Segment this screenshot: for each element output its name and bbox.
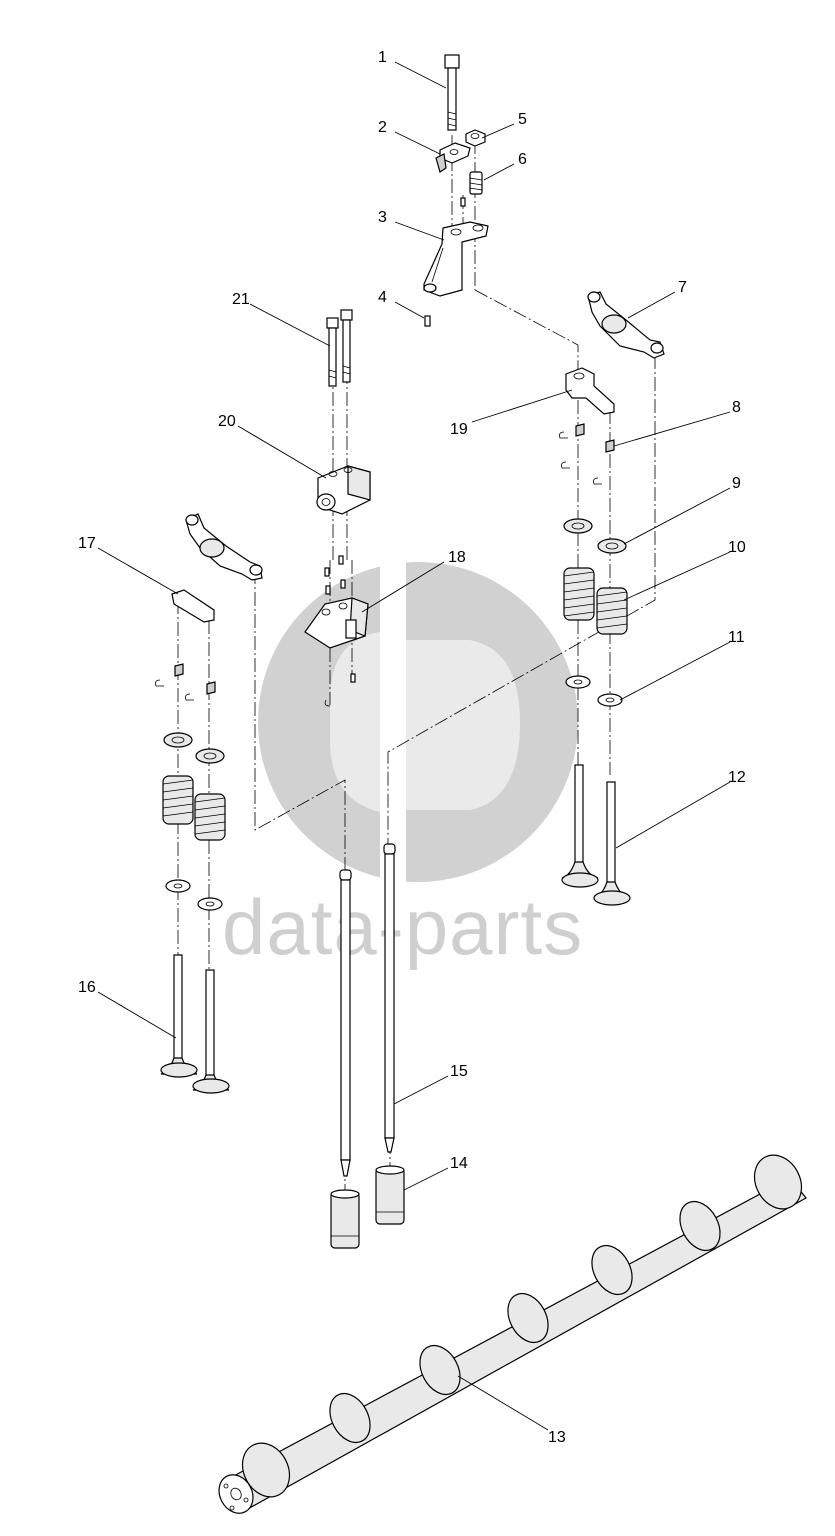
callout-17: 17 [78, 535, 96, 552]
callout-10: 10 [728, 539, 746, 556]
callout-12: 12 [728, 769, 746, 786]
callout-2: 2 [378, 119, 387, 136]
watermark-text: data-parts [222, 883, 583, 971]
rocker-bracket-part-3 [423, 221, 489, 297]
callout-5: 5 [518, 111, 527, 128]
callout-18: 18 [448, 549, 466, 566]
rocker-lever-part-19 [565, 367, 615, 415]
collets-right-part-8 [559, 423, 615, 485]
callout-13: 13 [548, 1429, 566, 1446]
washers-left [165, 879, 223, 911]
valves-left-part-16 [160, 954, 230, 1094]
camshaft-part-13 [218, 1154, 807, 1514]
lock-plate-part-2 [435, 142, 471, 173]
callout-14: 14 [450, 1155, 468, 1172]
valve-springs-left [162, 775, 226, 841]
adjusting-screw-part-6 [469, 171, 483, 195]
rocker-arm-left [185, 513, 263, 581]
rocker-arm-part-7 [587, 291, 665, 359]
bolts-part-21 [326, 309, 353, 387]
leader-lines [97, 61, 731, 1431]
bolt-part-1 [444, 54, 460, 131]
tappets-part-14 [330, 1165, 405, 1249]
callout-19: 19 [450, 421, 468, 438]
callout-11: 11 [728, 629, 745, 646]
callout-1: 1 [378, 49, 387, 66]
valve-bridge-part-17 [171, 589, 215, 623]
spring-retainers-left [163, 732, 225, 764]
callout-20: 20 [218, 413, 236, 430]
washers-right-part-11 [565, 675, 623, 707]
callout-4: 4 [378, 289, 387, 306]
callout-16: 16 [78, 979, 96, 996]
valve-springs-right-part-10 [563, 567, 628, 635]
support-block-part-20 [316, 465, 371, 515]
push-rods-part-15 [339, 843, 396, 1177]
callout-6: 6 [518, 151, 527, 168]
pin-part-4 [424, 315, 431, 327]
spring-retainer-right-part-9 [563, 518, 627, 554]
watermark-logo [258, 560, 578, 890]
valves-right-part-12 [561, 764, 631, 906]
callout-21: 21 [232, 291, 250, 308]
nut-part-5 [465, 129, 486, 147]
callout-3: 3 [378, 209, 387, 226]
callout-7: 7 [678, 279, 687, 296]
rocker-pedestal-part-18 [304, 555, 369, 707]
callout-9: 9 [732, 475, 741, 492]
collets-left [155, 663, 216, 701]
callout-8: 8 [732, 399, 741, 416]
pin-small [460, 197, 466, 207]
callout-labels: 1 2 3 4 5 6 7 8 9 10 11 12 13 14 15 16 1… [78, 49, 746, 1446]
callout-15: 15 [450, 1063, 468, 1080]
